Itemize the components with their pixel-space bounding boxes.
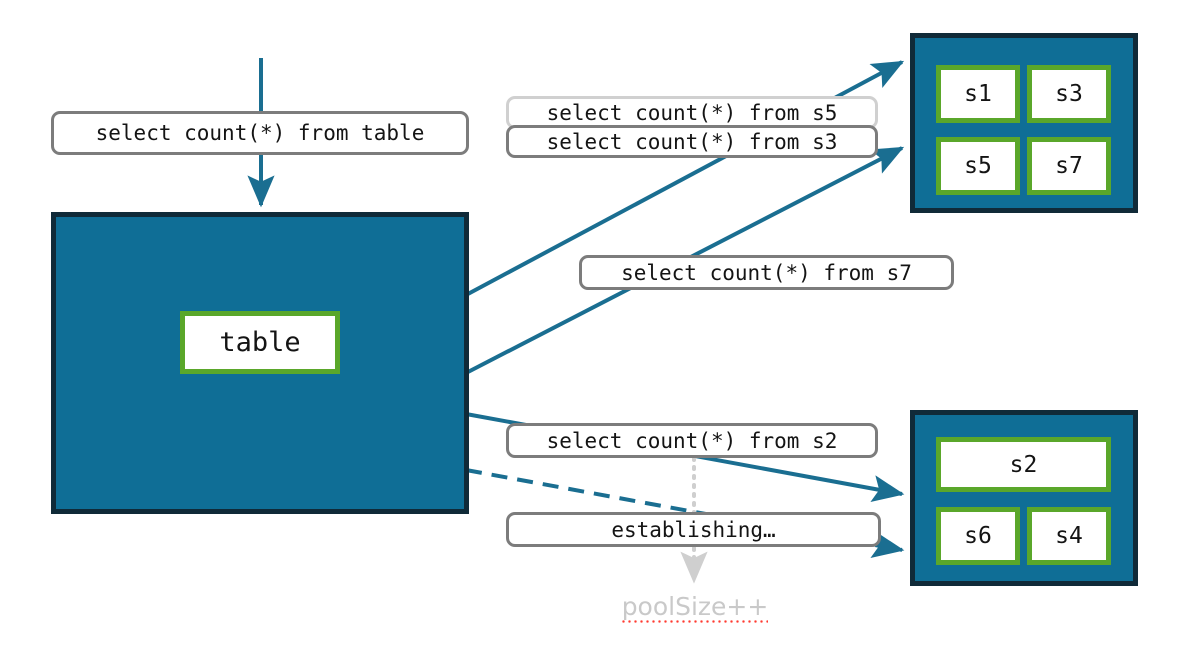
node-s6-label: s6 [964,523,992,549]
node-s4[interactable]: s4 [1027,507,1111,565]
status-label-establishing-text: establishing… [611,517,776,542]
node-s2[interactable]: s2 [936,437,1111,492]
query-label-s2-text: select count(*) from s2 [546,428,838,453]
node-s1[interactable]: s1 [936,65,1020,123]
node-table-label: table [219,327,301,358]
node-s5[interactable]: s5 [936,137,1020,195]
node-s4-label: s4 [1055,523,1083,549]
node-s5-label: s5 [964,153,992,179]
node-s7-label: s7 [1055,153,1083,179]
query-label-table-text: select count(*) from table [95,121,425,145]
query-label-s2[interactable]: select count(*) from s2 [506,423,878,458]
query-label-table[interactable]: select count(*) from table [51,111,469,155]
query-label-s3-text: select count(*) from s3 [546,129,838,154]
node-s3[interactable]: s3 [1027,65,1111,123]
node-table[interactable]: table [180,311,340,374]
node-s2-label: s2 [1009,451,1038,478]
status-label-establishing[interactable]: establishing… [506,512,881,547]
poolsize-annotation-text: poolSize++ [621,592,769,625]
node-s3-label: s3 [1055,81,1083,107]
node-s7[interactable]: s7 [1027,137,1111,195]
node-s1-label: s1 [964,81,992,107]
query-label-s7-text: select count(*) from s7 [621,260,912,285]
query-label-s3[interactable]: select count(*) from s3 [506,125,878,158]
query-label-s7[interactable]: select count(*) from s7 [579,255,954,290]
poolsize-annotation: poolSize++ [600,592,790,625]
query-label-s5-text: select count(*) from s5 [546,100,838,125]
node-s6[interactable]: s6 [936,507,1020,565]
